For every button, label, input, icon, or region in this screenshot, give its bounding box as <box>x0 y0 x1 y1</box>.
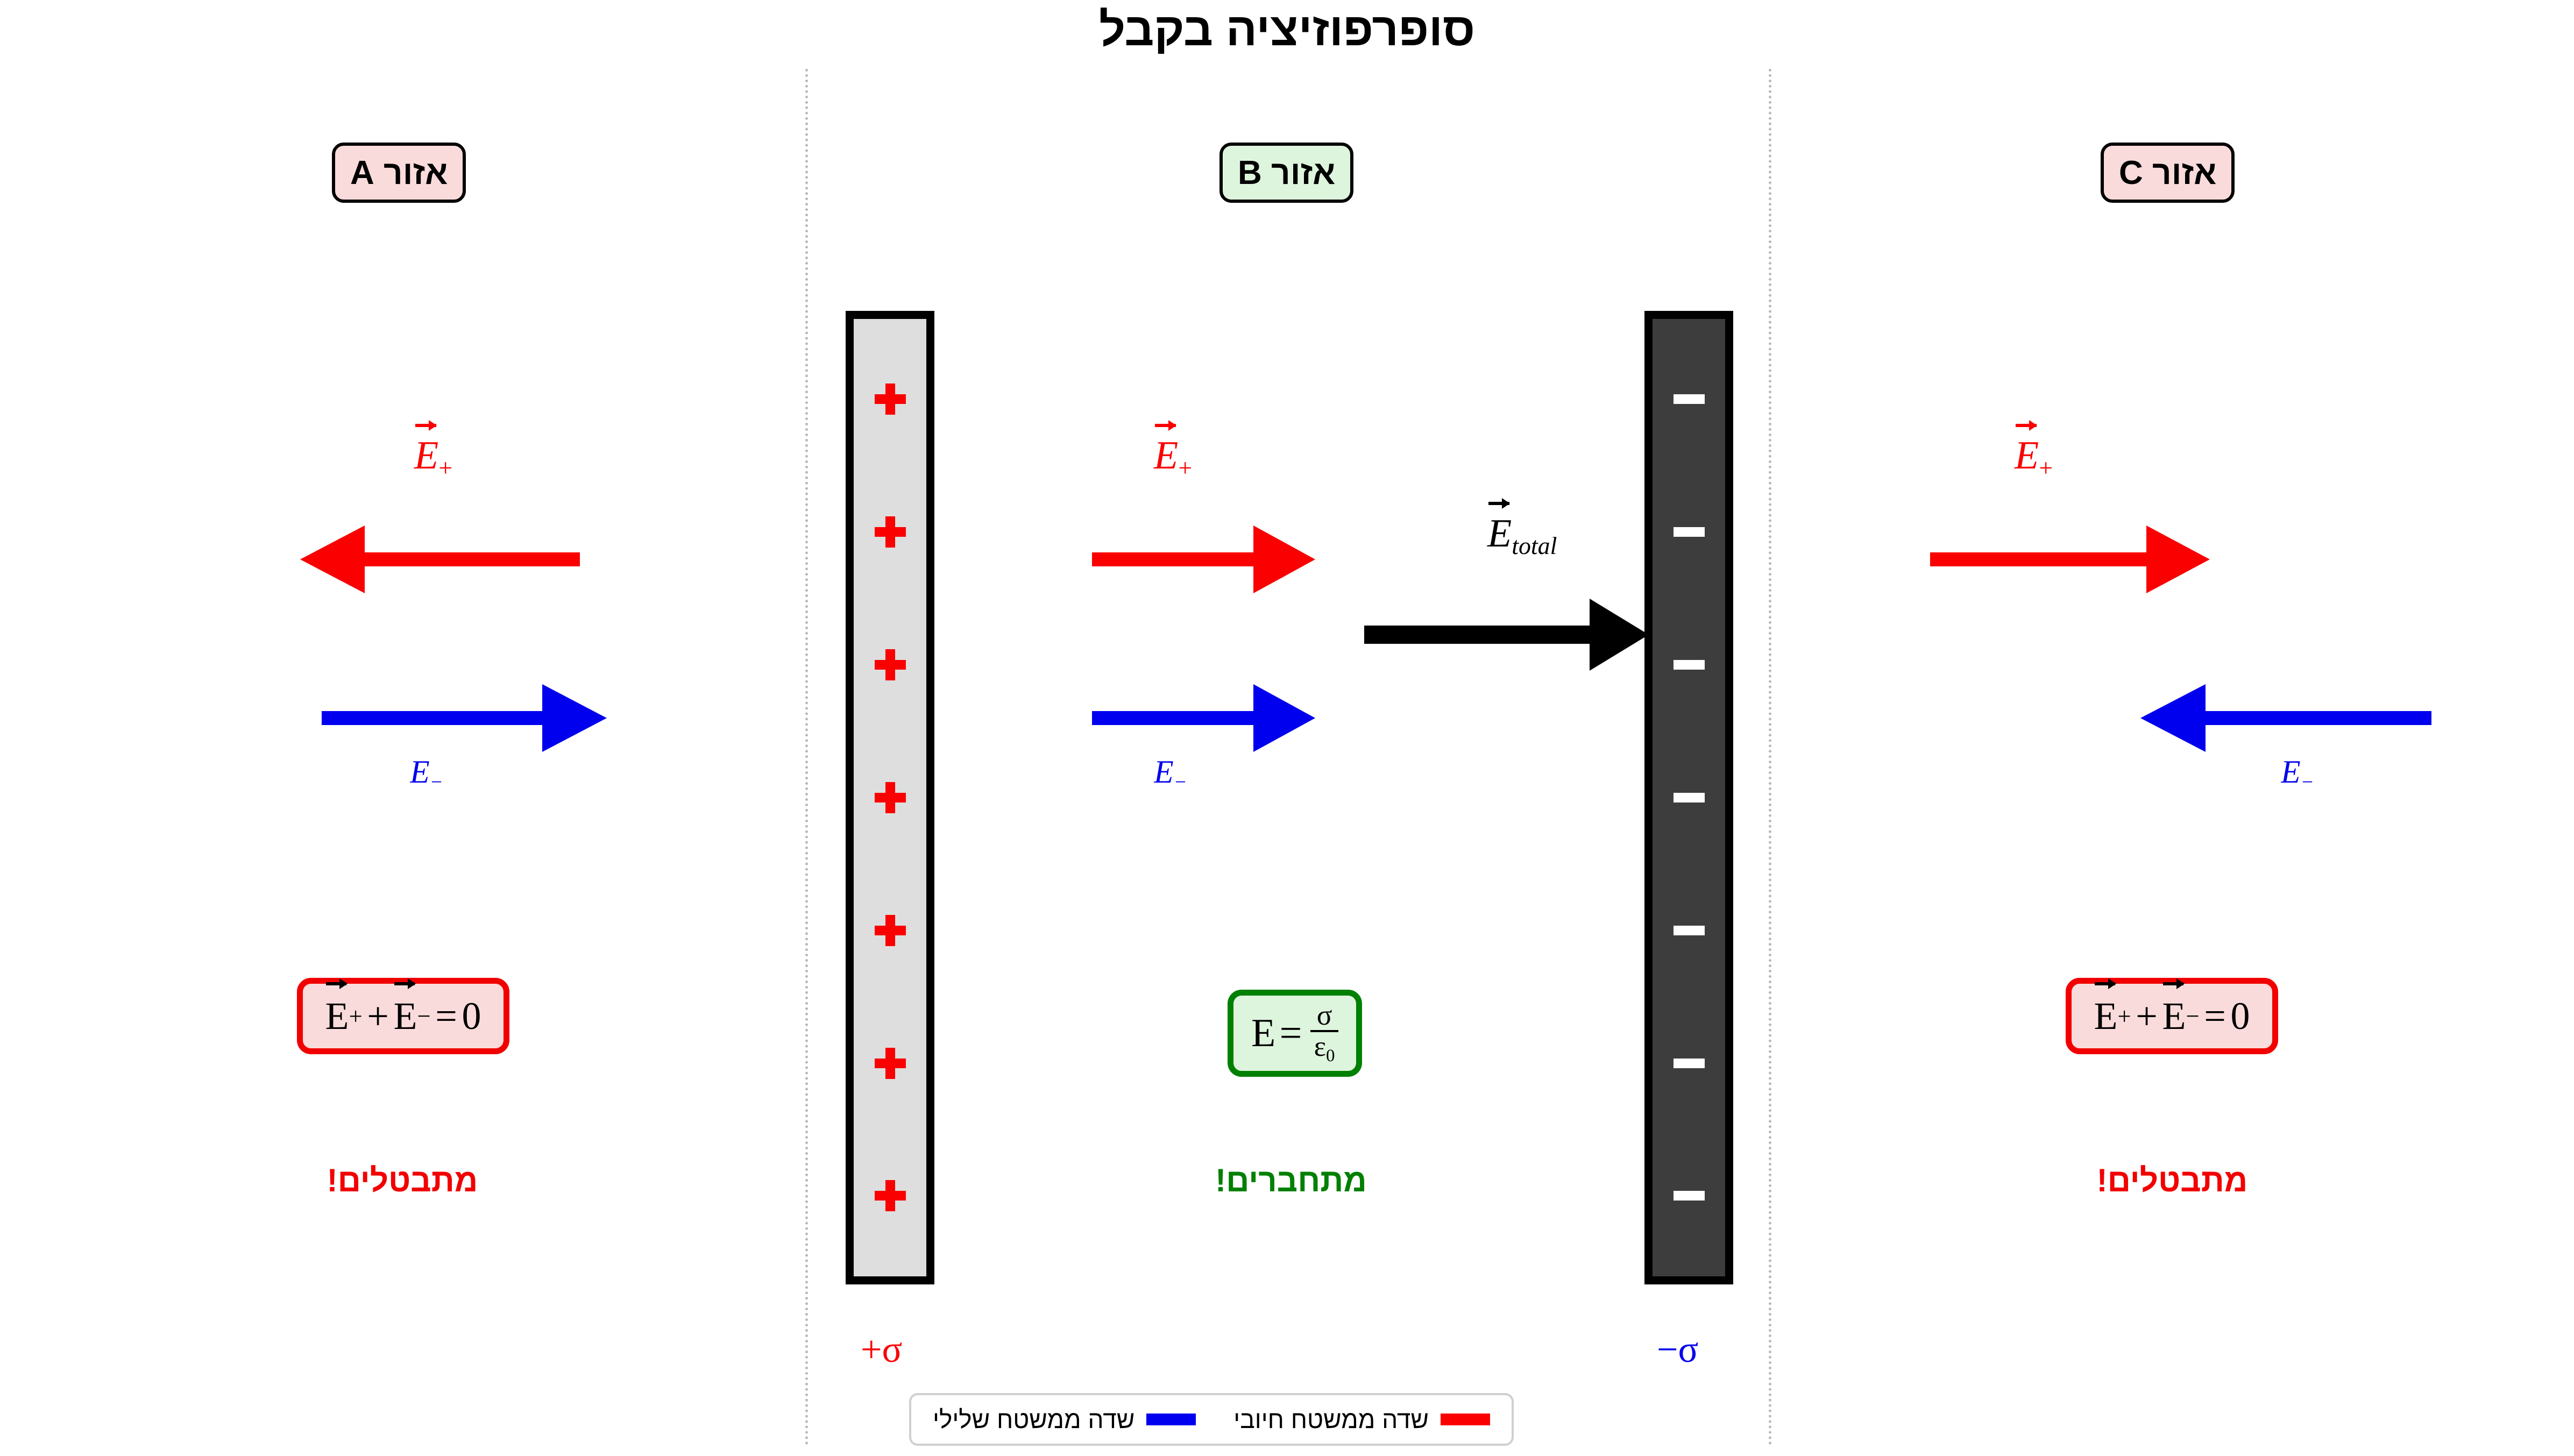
region-b-blue-arrow <box>1092 684 1315 752</box>
region-c-red-arrow-label: E+ <box>2015 423 2053 480</box>
region-badge-a-label: אזור A <box>350 154 448 191</box>
region-b-red-arrow-label: E+ <box>1154 423 1192 480</box>
minus-sign-icon <box>1673 1058 1705 1068</box>
region-a-blue-arrow <box>322 684 607 752</box>
legend-swatch-blue <box>1146 1414 1196 1425</box>
region-c-blue-arrow-label: E− <box>2281 756 2314 793</box>
region-badge-c-label: אזור C <box>2119 154 2217 191</box>
sigma-over-epsilon-fraction: σ ε0 <box>1310 1000 1338 1066</box>
region-b-blue-arrow-label: E− <box>1154 756 1187 793</box>
divider-right <box>1769 69 1771 1446</box>
minus-sign-icon <box>1673 394 1705 404</box>
region-b-formula: E = σ ε0 <box>1228 990 1362 1077</box>
region-badge-c: אזור C <box>2101 143 2235 203</box>
region-a-red-arrow-label: E+ <box>414 423 452 480</box>
plus-sign-icon <box>874 516 906 548</box>
page-title: סופרפוזיציה בקבל <box>1098 4 1476 55</box>
negative-plate <box>1644 311 1733 1284</box>
region-a-verdict: מתבטלים! <box>327 1162 478 1198</box>
region-c-verdict: מתבטלים! <box>2096 1162 2248 1198</box>
minus-sign-icon <box>1673 792 1705 802</box>
region-b-total-arrow-label: Etotal <box>1487 501 1557 558</box>
region-c-red-arrow <box>1930 525 2210 593</box>
legend-label-negative: שדה ממשטח שלילי <box>933 1405 1135 1433</box>
minus-sign-icon <box>1673 925 1705 935</box>
region-badge-b: אזור B <box>1219 143 1354 203</box>
legend-swatch-red <box>1440 1414 1490 1425</box>
positive-charge-density-label: +σ <box>861 1329 903 1370</box>
legend: שדה ממשטח חיובי שדה ממשטח שלילי <box>909 1393 1514 1446</box>
region-b-total-arrow <box>1364 599 1649 671</box>
region-a-blue-arrow-label: E− <box>410 756 443 793</box>
legend-entry-positive: שדה ממשטח חיובי <box>1233 1405 1490 1434</box>
legend-entry-negative: שדה ממשטח שלילי <box>933 1405 1196 1434</box>
region-a-red-arrow <box>300 525 580 593</box>
region-b-verdict: מתחברים! <box>1215 1162 1367 1198</box>
region-badge-b-label: אזור B <box>1238 154 1336 191</box>
region-c-formula: E+ + E− = 0 <box>2066 978 2278 1054</box>
minus-sign-icon <box>1673 527 1705 537</box>
plus-sign-icon <box>874 383 906 415</box>
divider-left <box>805 69 808 1446</box>
negative-charge-density-label: −σ <box>1657 1329 1699 1370</box>
legend-label-positive: שדה ממשטח חיובי <box>1233 1405 1429 1433</box>
positive-plate <box>846 311 934 1284</box>
region-c-blue-arrow <box>2140 684 2431 752</box>
region-badge-a: אזור A <box>332 143 466 203</box>
region-b-red-arrow <box>1092 525 1315 593</box>
minus-sign-icon <box>1673 1191 1705 1201</box>
region-a-formula: E+ + E− = 0 <box>297 978 509 1054</box>
minus-sign-icon <box>1673 660 1705 670</box>
plus-sign-icon <box>874 649 906 681</box>
plus-sign-icon <box>874 914 906 946</box>
plus-sign-icon <box>874 1047 906 1079</box>
plus-sign-icon <box>874 1180 906 1212</box>
plus-sign-icon <box>874 782 906 813</box>
